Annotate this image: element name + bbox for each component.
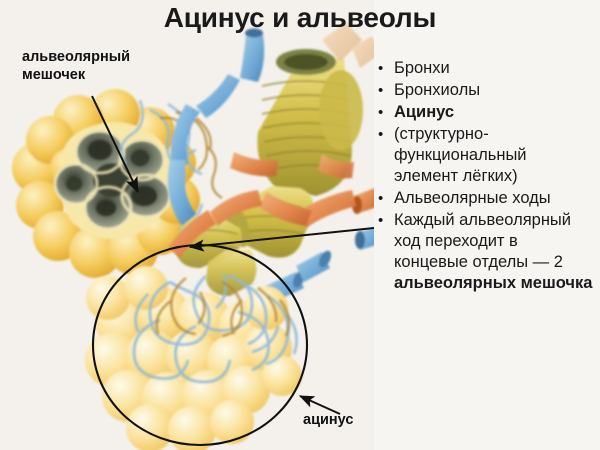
list-item: • Бронхиолы — [378, 80, 594, 101]
bullet-text-sacs-emphasis: альвеолярных мешочка — [394, 274, 593, 292]
bullet-text-definition: (структурно-функциональный элемент лёгки… — [394, 125, 527, 185]
bullet-marker-icon: • — [378, 104, 384, 121]
alveolar-sac-cutaway — [53, 121, 174, 239]
page-title: Ацинус и альвеолы — [163, 2, 437, 33]
bullet-list: • Бронхи • Бронхиолы • Ацинус • (структу… — [378, 58, 594, 295]
pulmonary-arteries — [168, 152, 380, 258]
callout-alveolar-sac: альвеолярный мешочек — [22, 49, 131, 83]
bullet-text-sacs: Каждый альвеолярный ход переходит в конц… — [394, 210, 594, 294]
bullet-text-alveolar-ducts: Альвеолярные ходы — [394, 189, 551, 207]
bullet-marker-icon: • — [378, 126, 384, 143]
bullet-text-acinus: Ацинус — [394, 103, 455, 121]
bullet-text-sacs-lead: Каждый альвеолярный ход переходит в конц… — [394, 211, 572, 271]
bullet-marker-icon: • — [378, 82, 384, 99]
list-item: • Бронхи — [378, 58, 594, 79]
text-panel — [374, 0, 600, 450]
cartilage-strips — [322, 22, 380, 68]
list-item: • Ацинус — [378, 102, 594, 123]
list-item: • Альвеолярные ходы — [378, 188, 594, 209]
venule-stub — [296, 250, 332, 282]
bullet-text-bronchi: Бронхи — [394, 59, 450, 77]
bullet-text-bronchioles: Бронхиолы — [394, 81, 481, 99]
bullet-marker-icon: • — [378, 60, 384, 77]
bullet-marker-icon: • — [378, 190, 384, 207]
list-item: • (структурно-функциональный элемент лёг… — [378, 124, 594, 187]
callout-acinus: ацинус — [303, 412, 354, 428]
list-item: • Каждый альвеолярный ход переходит в ко… — [378, 210, 594, 294]
bullet-marker-icon: • — [378, 212, 384, 229]
